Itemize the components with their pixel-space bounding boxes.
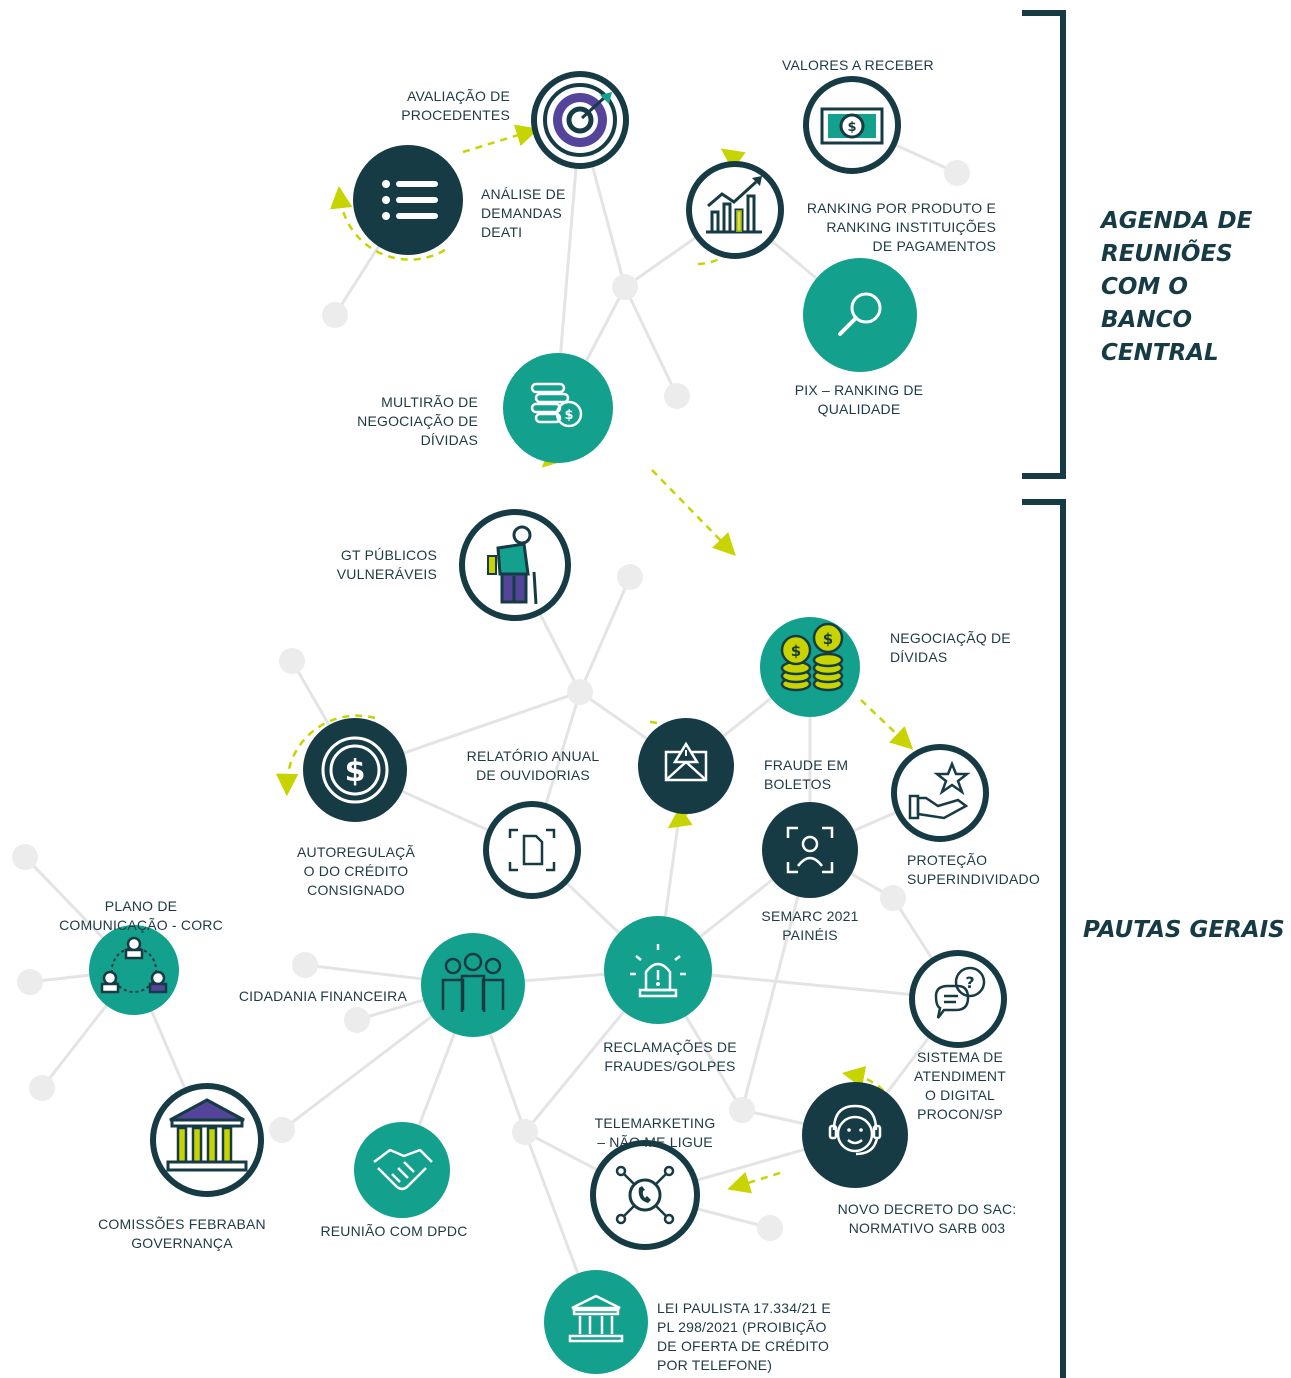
label-novo-decreto: NOVO DECRETO DO SAC: NORMATIVO SARB 003 <box>837 1201 1017 1236</box>
coins-icon: $ <box>503 353 613 463</box>
magnifier-icon <box>803 258 917 372</box>
label-comissoes: COMISSÕES FEBRABAN GOVERNANÇA <box>98 1216 266 1251</box>
svg-text:$: $ <box>345 754 366 789</box>
label-lei-paulista: LEI PAULISTA 17.334/21 E PL 298/2021 (PR… <box>657 1300 831 1373</box>
label-multirao: MULTIRÃO DE NEGOCIAÇÃO DE DÍVIDAS <box>357 394 478 448</box>
warning-envelope-icon <box>638 718 734 814</box>
document-scan-icon <box>483 801 581 899</box>
label-fraude-boletos: FRAUDE EM BOLETOS <box>764 757 849 792</box>
label-negociacao: NEGOCIAÇÃQ DE DÍVIDAS <box>890 630 1011 665</box>
label-valores: VALORES A RECEBER <box>782 57 934 73</box>
label-avaliacao: AVALIAÇÃO DE PROCEDENTES <box>401 88 510 123</box>
label-reuniao: REUNIÃO COM DPDC <box>320 1223 468 1239</box>
label-autorregulacao: AUTOREGULAÇÃ O DO CRÉDITO CONSIGNADO <box>296 844 416 898</box>
label-relatorio: RELATÓRIO ANUAL DE OUVIDORIAS <box>466 748 600 783</box>
bar-chart-icon <box>686 161 784 259</box>
handshake-icon <box>354 1122 450 1218</box>
label-pix: PIX – RANKING DE QUALIDADE <box>794 382 924 417</box>
target-icon <box>531 71 629 169</box>
label-semarc: SEMARC 2021 PAINÉIS <box>761 908 859 943</box>
svg-text:$: $ <box>791 642 801 660</box>
label-ranking: RANKING POR PRODUTO E RANKING INSTITUIÇÕ… <box>806 200 996 254</box>
label-protecao: PROTEÇÃO SUPERINDIVIDADO <box>907 852 1040 887</box>
hand-star-icon <box>891 744 989 842</box>
label-reclamacoes: RECLAMAÇÕES DE FRAUDES/GOLPES <box>603 1039 737 1074</box>
svg-text:$: $ <box>847 120 856 135</box>
institution-icon <box>150 1083 264 1197</box>
face-scan-icon <box>762 802 858 898</box>
svg-text:$: $ <box>564 408 573 423</box>
phone-network-icon <box>590 1140 700 1250</box>
pautas-bracket <box>1022 499 1066 1378</box>
team-network-icon <box>89 925 179 1015</box>
dollar-coin-icon: $ <box>303 718 407 822</box>
section-pautas-title: PAUTAS GERAIS <box>1083 917 1285 943</box>
label-plano: PLANO DE COMUNICAÇÃO - CORC <box>59 898 223 933</box>
bank-building-icon <box>544 1270 648 1374</box>
headset-agent-icon <box>802 1082 908 1188</box>
agenda-bracket <box>1022 10 1066 479</box>
list-icon <box>353 145 463 255</box>
siren-icon <box>604 916 712 1024</box>
section-brackets <box>1022 10 1066 1378</box>
svg-text:$: $ <box>823 630 833 648</box>
label-telemarketing: TELEMARKETING – NÃO ME LIGUE <box>594 1115 716 1150</box>
section-agenda-title: AGENDA DE REUNIÕES COM O BANCO CENTRAL <box>1101 208 1253 366</box>
network-dots <box>12 160 970 1241</box>
label-analise: ANÁLISE DE DEMANDAS DEATI <box>481 186 566 240</box>
svg-text:?: ? <box>965 973 974 992</box>
group-people-icon <box>421 933 525 1037</box>
elderly-person-icon <box>459 509 571 621</box>
chat-question-icon: ? <box>909 950 1007 1048</box>
banknote-icon: $ <box>803 76 901 174</box>
label-sistema: SISTEMA DE ATENDIMENT O DIGITAL PROCON/S… <box>914 1049 1006 1122</box>
label-gt: GT PÚBLICOS VULNERÁVEIS <box>336 547 437 582</box>
coin-stacks-icon: $ $ <box>760 617 860 717</box>
label-cidadania: CIDADANIA FINANCEIRA <box>238 988 407 1004</box>
